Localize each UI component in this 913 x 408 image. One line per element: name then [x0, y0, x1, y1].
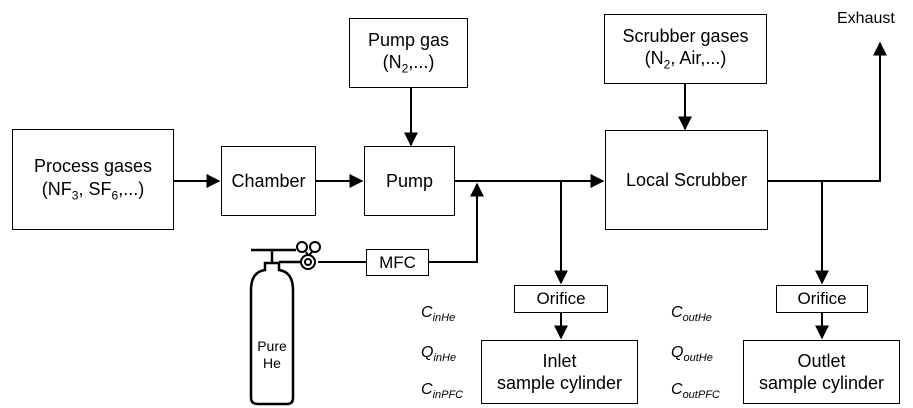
inlet-sample-cylinder-box: Inlet sample cylinder	[481, 340, 638, 404]
inlet-orifice-label: Orifice	[536, 289, 586, 309]
inlet-param-c-he: CinHe	[421, 304, 456, 325]
scrubber-gases-box: Scrubber gases (N2, Air,...)	[604, 14, 767, 84]
exhaust-label: Exhaust	[837, 10, 895, 27]
pump-gas-label: Pump gas	[367, 29, 450, 50]
process-gases-label: Process gases	[33, 156, 153, 177]
inlet-param-c-pfc: CinPFC	[421, 381, 464, 402]
scrubber-gases-label: Scrubber gases	[622, 25, 749, 46]
outlet-orifice-label: Orifice	[797, 289, 847, 309]
pump-gas-examples: (N2,...)	[382, 52, 435, 77]
mfc-label: MFC	[379, 252, 416, 272]
line-scrubber-to-exhaust	[768, 41, 887, 182]
outlet-param-c-pfc: CoutPFC	[671, 381, 720, 402]
outlet-param-q-he: QoutHe	[671, 344, 713, 365]
local-scrubber-label: Local Scrubber	[625, 169, 748, 190]
inlet-orifice-box: Orifice	[514, 285, 608, 313]
inlet-param-q-he: QinHe	[421, 344, 457, 365]
outlet-sample-cylinder-box: Outlet sample cylinder	[743, 340, 900, 404]
chamber-label: Chamber	[231, 170, 306, 191]
pump-gas-box: Pump gas (N2,...)	[349, 18, 468, 88]
local-scrubber-box: Local Scrubber	[605, 130, 768, 230]
scrubber-gases-examples: (N2, Air,...)	[644, 48, 727, 73]
he-cylinder-label: Pure He	[257, 338, 287, 371]
outlet-param-c-he: CoutHe	[671, 304, 712, 325]
he-cylinder-icon	[249, 248, 300, 406]
line-mfc-to-main	[429, 182, 484, 263]
pump-label: Pump	[385, 170, 434, 191]
outlet-cylinder-line2: sample cylinder	[758, 373, 885, 393]
outlet-orifice-box: Orifice	[776, 285, 868, 313]
process-gases-examples: (NF3, SF6,...)	[41, 178, 145, 203]
inlet-cylinder-line2: sample cylinder	[496, 373, 623, 393]
chamber-box: Chamber	[221, 146, 316, 216]
mfc-box: MFC	[366, 249, 429, 276]
valve-icon	[296, 241, 321, 270]
pump-box: Pump	[364, 146, 455, 216]
process-gases-box: Process gases (NF3, SF6,...)	[12, 129, 174, 230]
outlet-cylinder-line1: Outlet	[797, 350, 846, 371]
inlet-cylinder-line1: Inlet	[542, 350, 577, 371]
